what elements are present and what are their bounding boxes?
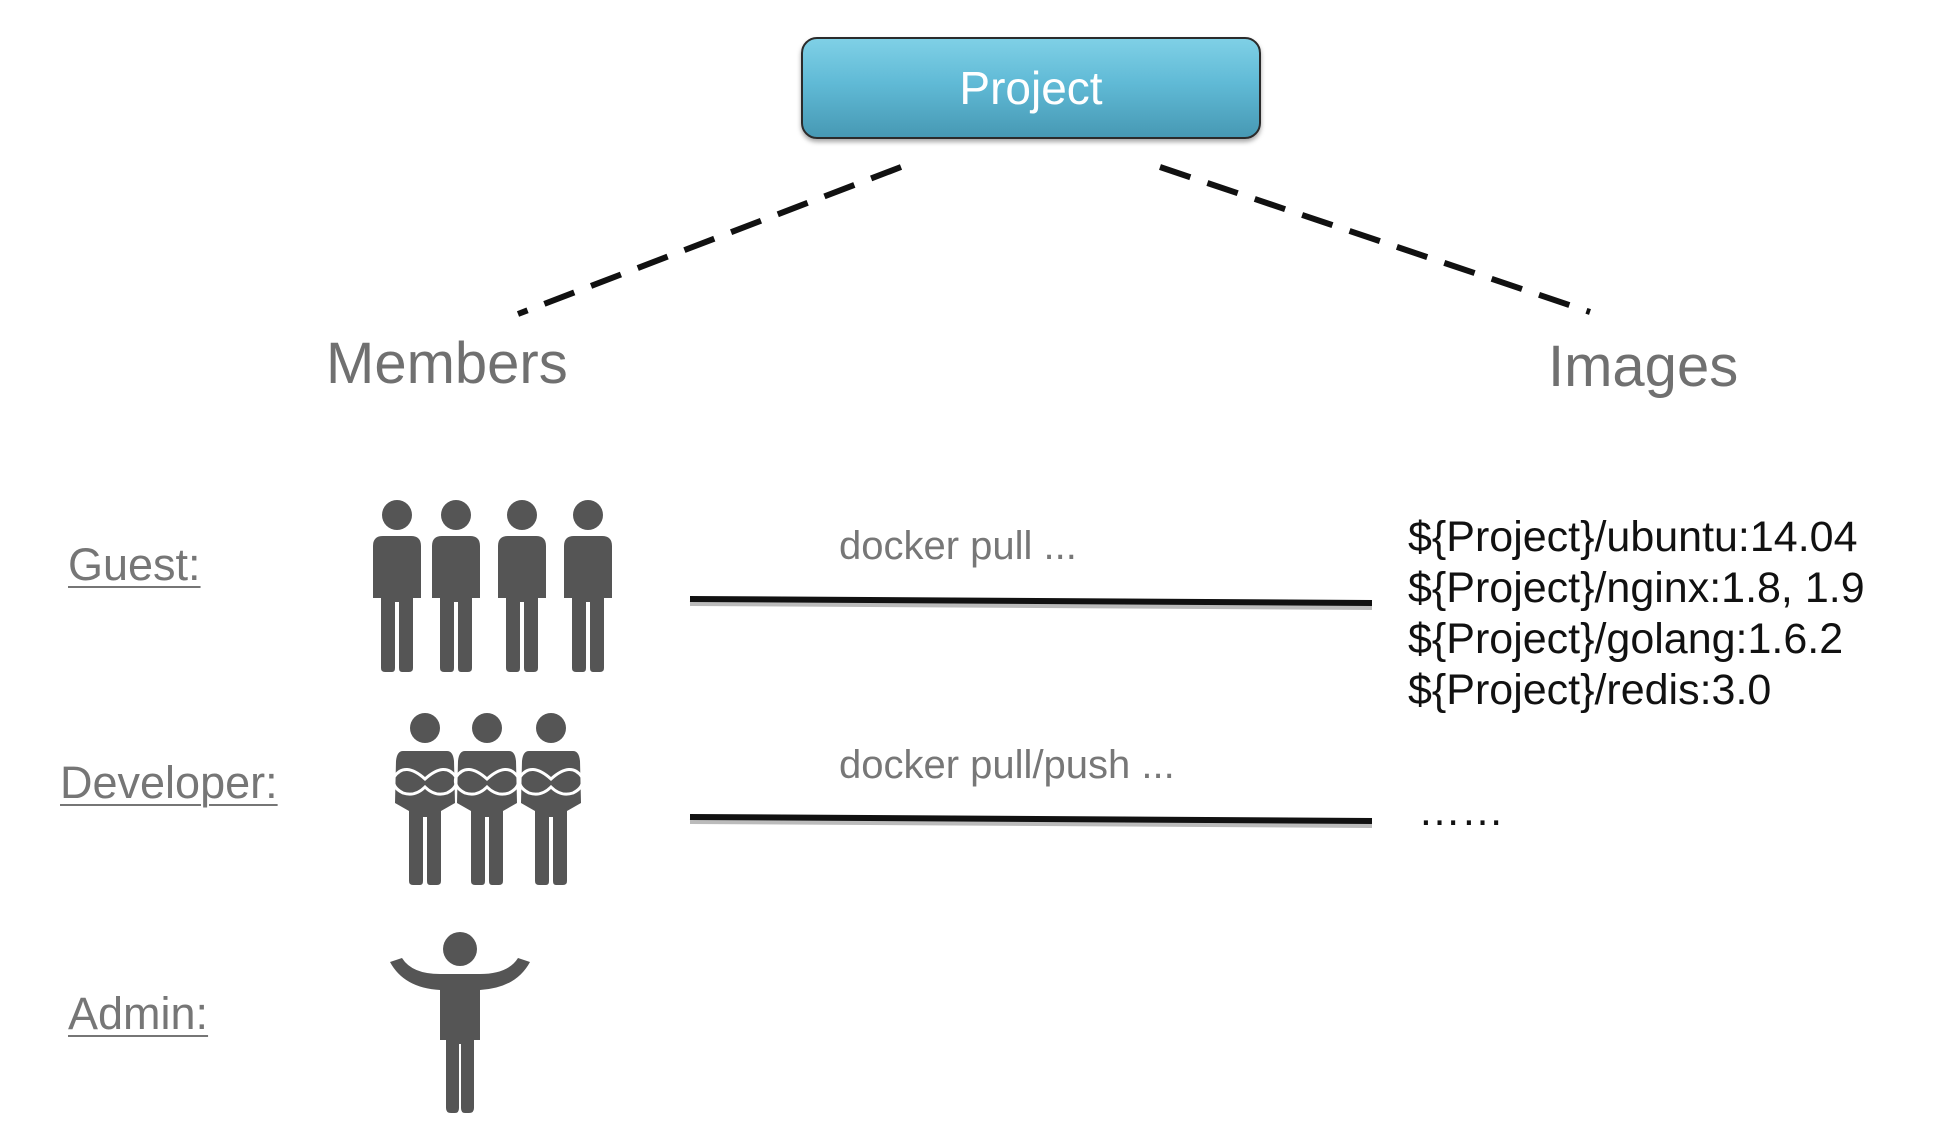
- members-connector: [516, 164, 903, 317]
- members-heading: Members: [326, 331, 568, 396]
- role-guest-label: Guest:: [68, 539, 201, 590]
- admin-person-icon: [390, 932, 530, 1113]
- images-more-ellipsis: ……: [1418, 787, 1504, 835]
- image-list: ${Project}/ubuntu:14.04 ${Project}/nginx…: [1408, 512, 1865, 716]
- image-item: ${Project}/ubuntu:14.04: [1408, 513, 1858, 561]
- guest-access-line: [689, 596, 1373, 606]
- guest-access-line-shadow: [689, 600, 1373, 610]
- project-label: Project: [959, 62, 1103, 114]
- guest-command-label: docker pull ...: [839, 524, 1077, 568]
- developer-arms-crossed-icon: [391, 711, 585, 887]
- developer-command-label: docker pull/push ...: [839, 743, 1175, 787]
- role-admin-label: Admin:: [68, 988, 209, 1039]
- image-item: ${Project}/nginx:1.8, 1.9: [1408, 564, 1865, 612]
- images-heading: Images: [1548, 334, 1739, 399]
- project-node: Project: [801, 37, 1261, 139]
- role-developer-label: Developer:: [60, 757, 278, 808]
- developer-access-line: [689, 814, 1373, 824]
- image-item: ${Project}/redis:3.0: [1408, 666, 1772, 714]
- guest-people-group-icon: [373, 500, 612, 672]
- image-item: ${Project}/golang:1.6.2: [1408, 615, 1844, 663]
- images-connector: [1159, 164, 1591, 315]
- developer-access-line-shadow: [689, 818, 1373, 828]
